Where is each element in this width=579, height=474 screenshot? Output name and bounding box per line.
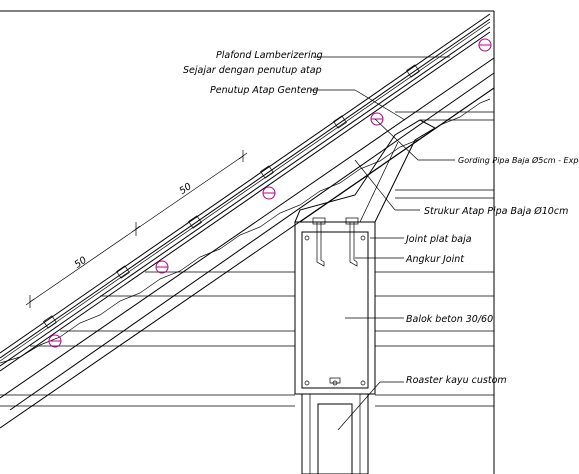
label-angkur: Angkur Joint: [405, 254, 465, 265]
column-below: [301, 393, 369, 474]
dimension-lines: [25, 150, 248, 308]
dimension-lower: 50: [73, 255, 89, 271]
gording-markers: [48, 38, 492, 348]
label-gording: Gording Pipa Baja Ø5cm - Expose: [458, 155, 579, 165]
background-lines: [0, 111, 494, 407]
steel-strut: [294, 119, 437, 223]
leader-lines: [310, 56, 455, 431]
label-struktur: Strukur Atap Pipa Baja Ø10cm: [424, 206, 568, 217]
anchor-bolts: [312, 217, 359, 267]
label-roaster: Roaster kayu custom: [406, 375, 507, 386]
concrete-beam: [294, 221, 376, 395]
label-balok: Balok beton 30/60: [406, 314, 493, 325]
label-plafond-line1: Plafond Lamberizering: [216, 50, 323, 61]
tile-clips: [43, 64, 420, 329]
label-penutup: Penutup Atap Genteng: [210, 85, 318, 96]
rafter-structure: [0, 57, 495, 429]
label-joint: Joint plat baja: [404, 234, 472, 245]
dimension-upper: 50: [177, 181, 193, 197]
roof-tile-layers: [0, 13, 491, 372]
label-plafond-line2: Sejajar dengan penutup atap: [183, 65, 322, 76]
